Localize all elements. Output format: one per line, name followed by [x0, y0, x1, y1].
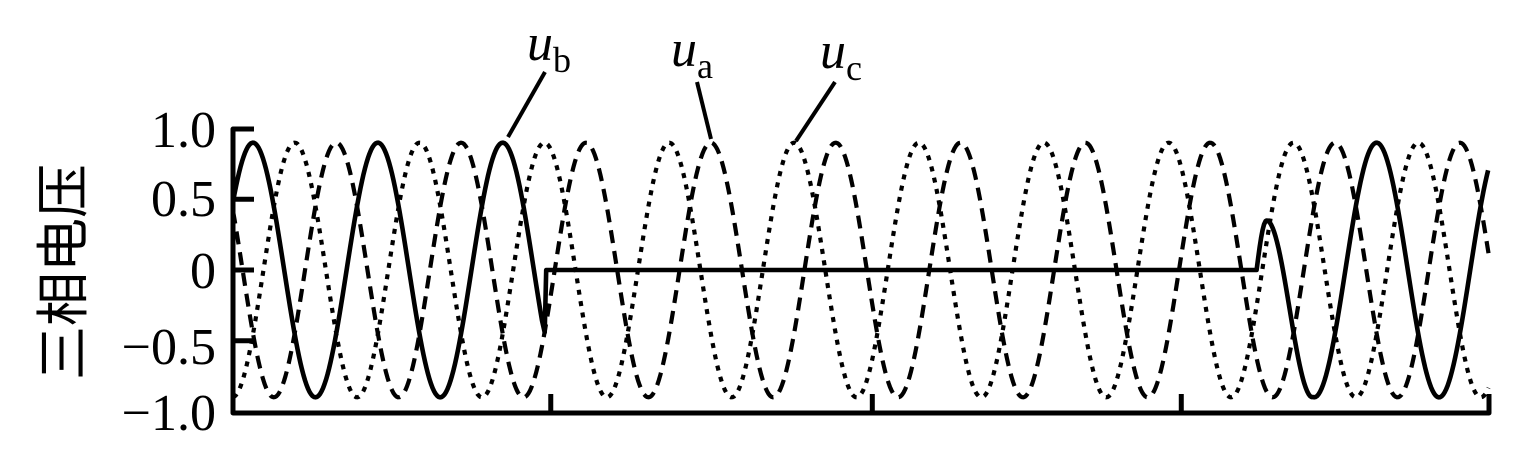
ytick-label-0: 0	[190, 243, 216, 300]
svg-text:uc: uc	[820, 23, 862, 88]
axis-spines	[230, 126, 1492, 416]
ub-label-u: u	[527, 15, 553, 72]
waveform-u_c	[232, 140, 1491, 400]
y-axis-label: 三相电压	[34, 164, 94, 380]
svg-text:ub: ub	[527, 15, 571, 80]
ytick-label-1.0: 1.0	[151, 102, 216, 159]
axis-frame	[230, 126, 1492, 416]
svg-text:ua: ua	[671, 21, 713, 86]
ytick-label-neg1.0: −1.0	[122, 385, 216, 442]
ua-label-sub: a	[697, 46, 713, 86]
ua-leader-line	[695, 81, 713, 140]
uc-label-u: u	[820, 23, 846, 80]
waveform-u_b	[230, 140, 1491, 400]
ytick-label-neg0.5: −0.5	[122, 319, 216, 376]
ub-leader-line	[506, 71, 547, 138]
series-label-ub: ub	[506, 15, 571, 138]
ub-label-sub: b	[553, 40, 571, 80]
ua-label-u: u	[671, 21, 697, 78]
waveform-u_a	[230, 140, 1491, 400]
series-label-uc: uc	[794, 23, 862, 143]
uc-leader-line	[794, 80, 837, 143]
series-label-ua: ua	[671, 21, 713, 140]
waveforms	[230, 140, 1491, 400]
uc-label-sub: c	[846, 48, 862, 88]
ytick-label-0.5: 0.5	[151, 171, 216, 228]
